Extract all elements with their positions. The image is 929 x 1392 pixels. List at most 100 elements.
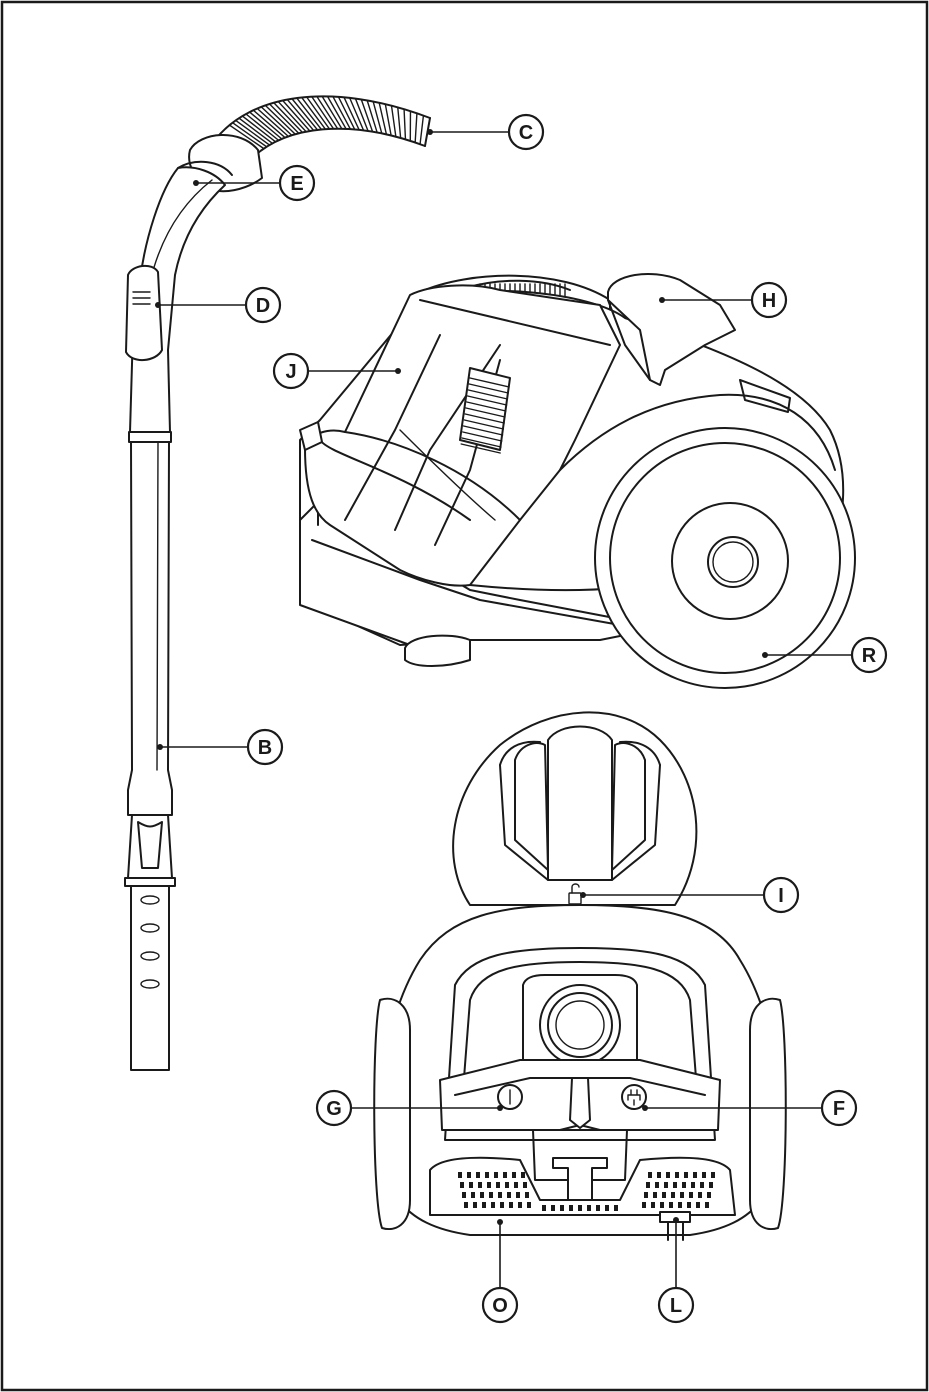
callout-E: E (193, 164, 316, 202)
grille-slot (664, 1182, 668, 1188)
grille-slot (467, 1172, 471, 1178)
grille-slot (587, 1205, 591, 1211)
callout-I: I (580, 876, 800, 914)
grille-slot (662, 1192, 666, 1198)
hose-rib (264, 104, 297, 135)
cyclone-rib (462, 431, 503, 442)
hose-rib (326, 95, 347, 130)
hose-rib (316, 95, 339, 130)
grille-slot (516, 1192, 520, 1198)
exhaust-grille (458, 1172, 715, 1211)
hose-rib (231, 122, 268, 148)
hose-rib (378, 102, 388, 136)
callout-G: G (315, 1089, 503, 1127)
callout-label-G: G (326, 1098, 342, 1120)
rear-wheel (594, 427, 856, 689)
grille-slot (698, 1192, 702, 1198)
grille-slot (498, 1192, 502, 1198)
grille-slot (673, 1182, 677, 1188)
callout-O: O (481, 1219, 519, 1324)
grille-slot (605, 1205, 609, 1211)
callout-layer: C E D H J R (155, 113, 888, 1324)
cyclone-rib (464, 413, 505, 424)
cyclone-rib (461, 437, 502, 448)
hose-rib (343, 96, 360, 131)
cyclone-rib (460, 443, 501, 454)
unlock-icon (568, 883, 582, 905)
hose-rib (291, 98, 319, 131)
flexible-hose (214, 95, 431, 161)
grille-slot (509, 1202, 513, 1208)
grille-slot (458, 1172, 462, 1178)
hose-rib (414, 112, 418, 144)
callout-label-R: R (862, 645, 877, 667)
grille-slot (523, 1182, 527, 1188)
cyclone-rib (466, 395, 508, 406)
grille-slot (551, 1205, 555, 1211)
callout-label-E: E (290, 173, 303, 195)
grille-slot (707, 1192, 711, 1198)
callout-H: H (659, 281, 788, 319)
grille-slot (596, 1205, 600, 1211)
hose-rib (268, 103, 300, 135)
grille-slot (507, 1192, 511, 1198)
grille-slot (496, 1182, 500, 1188)
hose-rib (256, 107, 290, 138)
grille-slot (491, 1202, 495, 1208)
grille-slot (657, 1172, 661, 1178)
hose-rib (360, 98, 374, 133)
hose-rib (277, 100, 307, 133)
grille-slot (709, 1182, 713, 1188)
callout-label-J: J (285, 361, 296, 383)
grille-slot (669, 1202, 673, 1208)
callout-label-B: B (258, 737, 272, 759)
callout-D: D (155, 286, 282, 324)
grille-slot (684, 1172, 688, 1178)
hose-rib (273, 102, 304, 134)
hose-rib (390, 104, 397, 138)
grille-slot (691, 1182, 695, 1188)
callout-L: L (657, 1217, 695, 1324)
hose-rib (282, 99, 311, 132)
hose-rib (372, 100, 383, 135)
hose-rib (238, 117, 274, 145)
grille-slot (569, 1205, 573, 1211)
grille-slot (469, 1182, 473, 1188)
grille-slot (651, 1202, 655, 1208)
grille-slot (642, 1202, 646, 1208)
grille-slot (527, 1202, 531, 1208)
hose-rib (397, 106, 402, 139)
grille-slot (503, 1172, 507, 1178)
hose-rib (384, 103, 392, 137)
callout-label-D: D (256, 295, 270, 317)
grille-slot (655, 1182, 659, 1188)
callout-label-F: F (833, 1098, 845, 1120)
cyclone-rib (465, 407, 506, 418)
grille-slot (646, 1182, 650, 1188)
grille-slot (653, 1192, 657, 1198)
hose-handle (125, 134, 263, 433)
grille-slot (711, 1172, 715, 1178)
hose-rib (286, 98, 315, 132)
grille-slot (512, 1172, 516, 1178)
suction-slider[interactable] (125, 264, 163, 361)
callout-F: F (642, 1089, 858, 1127)
grille-slot (525, 1192, 529, 1198)
grille-slot (693, 1172, 697, 1178)
cord-rewind-button[interactable] (621, 1084, 647, 1110)
hose-rib (403, 108, 407, 141)
callout-C: C (427, 113, 545, 151)
grille-slot (560, 1205, 564, 1211)
hose-rib (332, 95, 352, 130)
grille-slot (666, 1172, 670, 1178)
grille-slot (614, 1205, 618, 1211)
grille-slot (689, 1192, 693, 1198)
power-plug (659, 1211, 691, 1241)
hose-rib (366, 99, 378, 134)
cyclone-rib (466, 401, 507, 412)
power-button[interactable] (497, 1084, 523, 1110)
callout-J: J (272, 352, 401, 390)
grille-slot (696, 1202, 700, 1208)
